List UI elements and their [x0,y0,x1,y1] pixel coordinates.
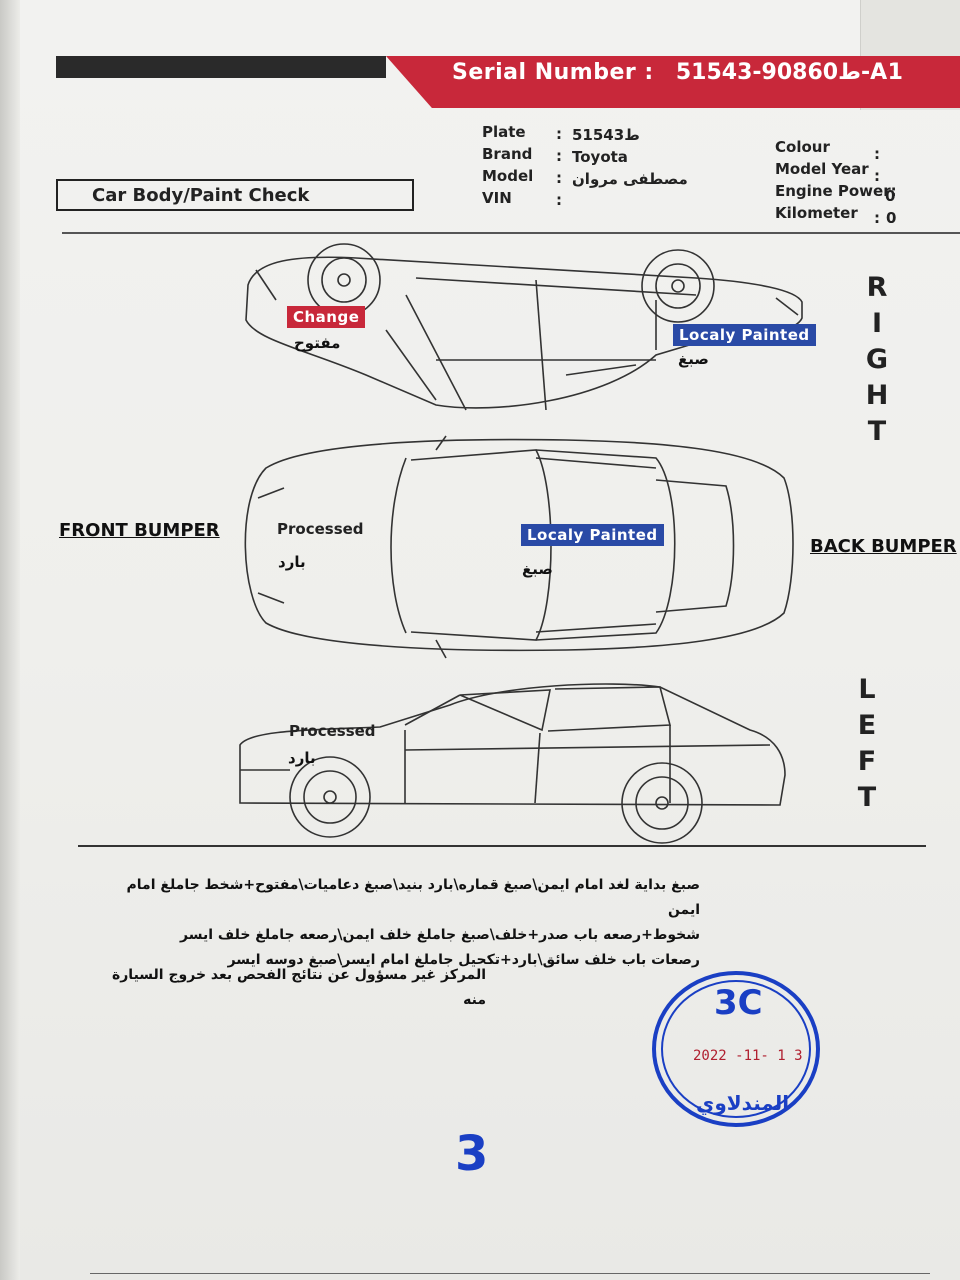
side-letter: T [867,416,887,447]
vehicle-info-labels: Plate Brand Model VIN [482,121,533,209]
serial-label: Serial Number : [452,60,654,85]
model-label: Model [482,167,534,185]
side-letter: G [865,344,889,375]
header-divider [62,232,960,234]
brand-label: Brand [482,145,533,163]
car-top-view-diagram [244,435,794,659]
separator: : [556,147,562,165]
paper-edge [0,0,20,1280]
vehicle-info-labels-right: Colour Model Year Engine Power: Kilomete… [775,136,897,224]
separator: : [556,169,562,187]
notes-divider [78,845,926,847]
top-processed-arabic-note: بارد [278,553,306,571]
left-processed-arabic-note: بارد [288,749,316,767]
serial-number: Serial Number : ط90860-51543-A1 [452,60,903,85]
model-year-label: Model Year [775,160,869,178]
model-value: مصطفى مروان [572,170,688,188]
right-painted-badge: Localy Painted [673,324,816,346]
left-side-label: L E F T [852,672,882,816]
top-processed-label: Processed [277,520,364,538]
header-black-bar [56,56,386,78]
stamp-date: 2022 -11- 1 3 [693,1048,803,1064]
right-side-label: R I G H T [862,270,892,450]
separator: : [556,125,562,143]
kilometer-sep: : [874,209,880,227]
kilometer-value: 0 [886,209,897,227]
kilometer-label: Kilometer [775,204,858,222]
inspection-stamp: 3C 2022 -11- 1 3 المندلاوي [652,971,820,1127]
side-letter: L [858,674,876,705]
side-letter: H [865,380,889,411]
front-bumper-label: FRONT BUMPER [59,520,220,541]
side-letter: T [857,782,877,813]
model-year-sep: : [874,167,880,185]
side-letter: R [866,272,888,303]
left-processed-label: Processed [289,722,376,740]
vin-label: VIN [482,189,512,207]
section-title: Car Body/Paint Check [56,179,414,211]
change-badge: Change [287,306,366,328]
change-arabic-note: مفتوح [294,334,341,352]
side-letter: I [871,308,883,339]
separator: : [556,191,562,209]
top-painted-badge: Localy Painted [521,524,664,546]
note-line-1: صبغ بداية لغد امام ايمن\صبغ قماره\بارد ب… [126,877,700,918]
top-painted-arabic-note: صبغ [522,560,553,578]
disclaimer-text: المركز غير مسؤول عن نتائج الفحص بعد خروج… [111,967,486,1008]
plate-value: ط51543 [572,126,640,144]
note-line-3: رصعات باب خلف سائق\بارد+تكحيل جاملغ امام… [227,952,700,968]
engine-power-value: 0 [885,187,896,205]
stamp-name: المندلاوي [696,1091,789,1116]
stamp-code: 3C [714,983,763,1023]
page-number: 3 [455,1126,489,1182]
note-line-2: شخوط+رصعه باب صدر+خلف\صبغ جاملغ خلف ايمن… [180,927,700,943]
footer-line [90,1273,930,1274]
side-letter: F [857,746,877,777]
right-painted-arabic-note: صبغ [678,350,709,368]
serial-value: ط90860-51543-A1 [675,60,904,85]
plate-label: Plate [482,123,526,141]
car-left-side-diagram [239,683,786,844]
colour-sep: : [874,145,880,163]
colour-label: Colour [775,138,830,156]
vehicle-info-values: ط51543 Toyota مصطفى مروان [572,124,688,190]
vehicle-info-separators: : : : : [556,123,562,211]
brand-value: Toyota [572,148,628,166]
back-bumper-label: BACK BUMPER [810,536,957,557]
header-red-bar [386,56,960,108]
side-letter: E [857,710,877,741]
engine-power-label: Engine Power: [775,182,897,200]
inspection-notes: صبغ بداية لغد امام ايمن\صبغ قماره\بارد ب… [100,873,700,973]
